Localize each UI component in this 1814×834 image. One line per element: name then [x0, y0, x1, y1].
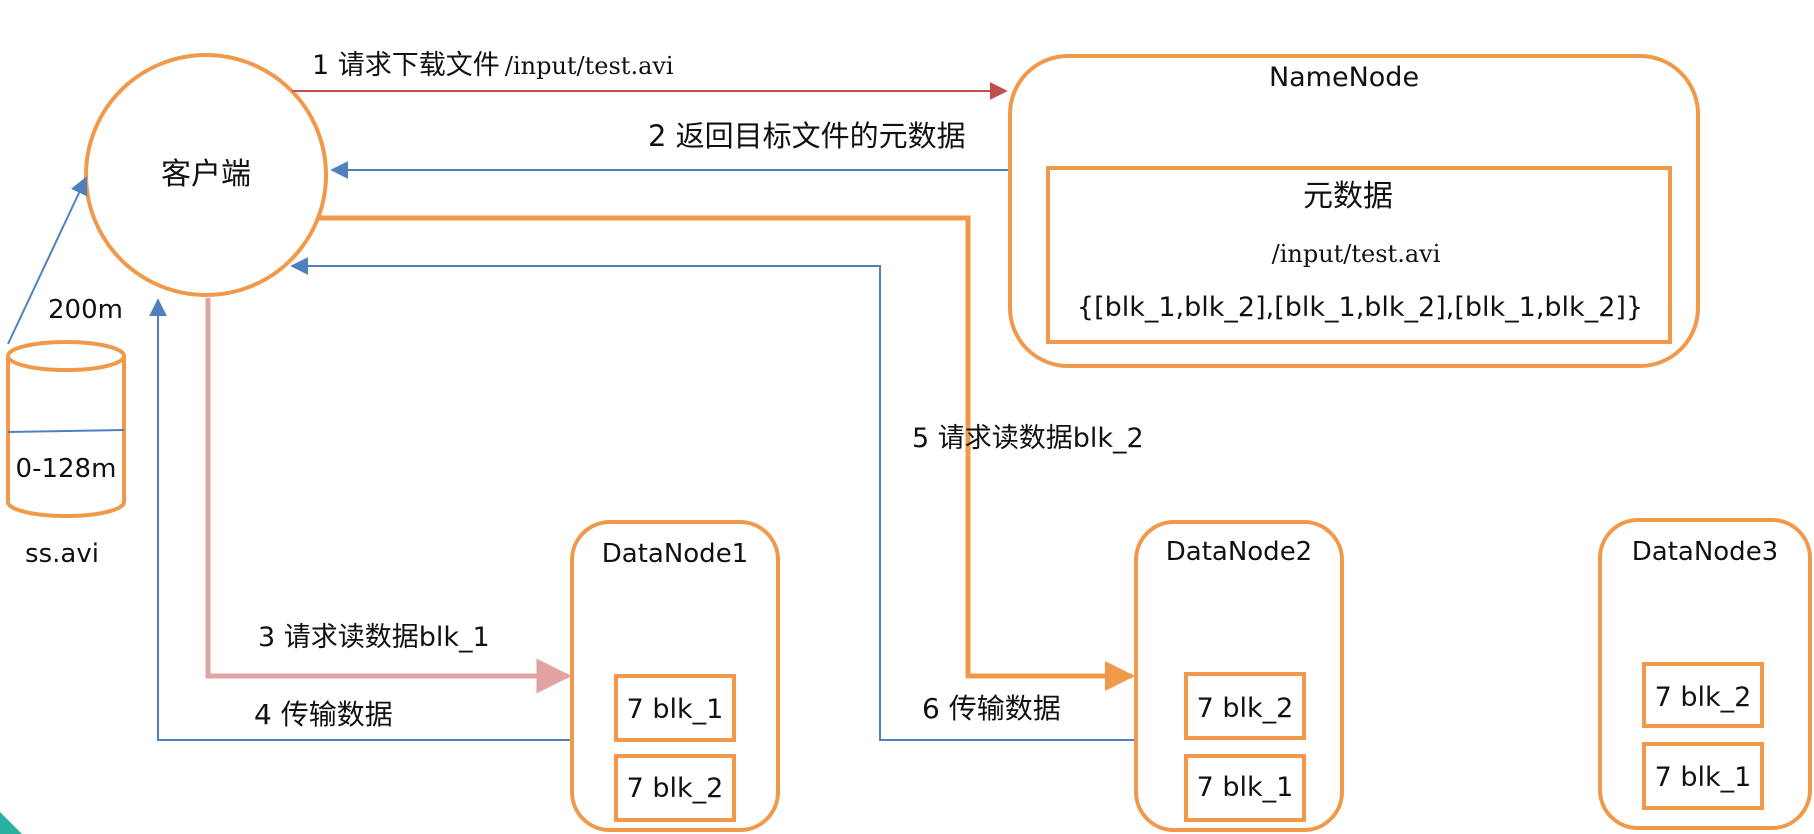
step6-arrow	[290, 257, 1134, 741]
datanode3-title: DataNode3	[1632, 537, 1778, 567]
metadata-path: /input/test.avi	[1272, 240, 1441, 268]
file-top-label: 200m	[48, 295, 123, 325]
datanode1-block-2	[614, 754, 736, 822]
file-to-client-arrow	[7, 176, 88, 345]
step1-path: /input/test.avi	[505, 52, 674, 80]
client-label: 客户端	[161, 157, 251, 192]
step5-label: 5 请求读数据blk_2	[912, 423, 1144, 454]
datanode1-block-1-label: 7 blk_1	[627, 694, 724, 725]
datanode2-block-2-label: 7 blk_1	[1197, 772, 1294, 803]
step1-label: 1 请求下载文件 /input/test.avi	[312, 50, 674, 81]
file-segment-label: 0-128m	[16, 454, 117, 484]
step4-arrow	[149, 298, 570, 741]
namenode-title: NameNode	[1269, 62, 1419, 93]
step1-text: 1 请求下载文件	[312, 50, 500, 81]
step4-label: 4 传输数据	[254, 698, 393, 731]
step5-arrow	[318, 215, 1135, 691]
metadata-blocks: {[blk_1,blk_2],[blk_1,blk_2],[blk_1,blk_…	[1077, 292, 1643, 323]
datanode1-block-2-label: 7 blk_2	[627, 773, 724, 804]
namenode: NameNode 元数据 /input/test.avi {[blk_1,blk…	[1008, 54, 1700, 368]
step3-label: 3 请求读数据blk_1	[258, 622, 490, 653]
datanode3: DataNode3 7 blk_2 7 blk_1	[1598, 518, 1812, 830]
file-split-line	[7, 429, 125, 433]
datanode3-block-2-label: 7 blk_1	[1655, 762, 1752, 793]
datanode2-title: DataNode2	[1166, 537, 1312, 567]
metadata-box	[1046, 166, 1672, 344]
datanode1-block-1	[614, 674, 736, 742]
datanode2: DataNode2 7 blk_2 7 blk_1	[1134, 520, 1344, 832]
datanode2-block-2	[1184, 754, 1306, 822]
datanode2-block-1-label: 7 blk_2	[1197, 693, 1294, 724]
step2-label: 2 返回目标文件的元数据	[648, 119, 966, 153]
datanode3-block-2	[1642, 742, 1764, 810]
file-cylinder: 0-128m	[6, 340, 126, 518]
datanode2-block-1	[1184, 672, 1306, 740]
step3-arrow	[205, 298, 572, 694]
metadata-title: 元数据	[1303, 179, 1393, 214]
step6-label: 6 传输数据	[922, 692, 1061, 725]
file-name: ss.avi	[25, 539, 99, 569]
datanode1-title: DataNode1	[602, 539, 748, 569]
datanode3-block-1	[1642, 662, 1764, 728]
corner-accent	[0, 812, 22, 834]
datanode3-block-1-label: 7 blk_2	[1655, 682, 1752, 713]
client-node: 客户端	[84, 53, 328, 297]
datanode1: DataNode1 7 blk_1 7 blk_2	[570, 520, 780, 832]
